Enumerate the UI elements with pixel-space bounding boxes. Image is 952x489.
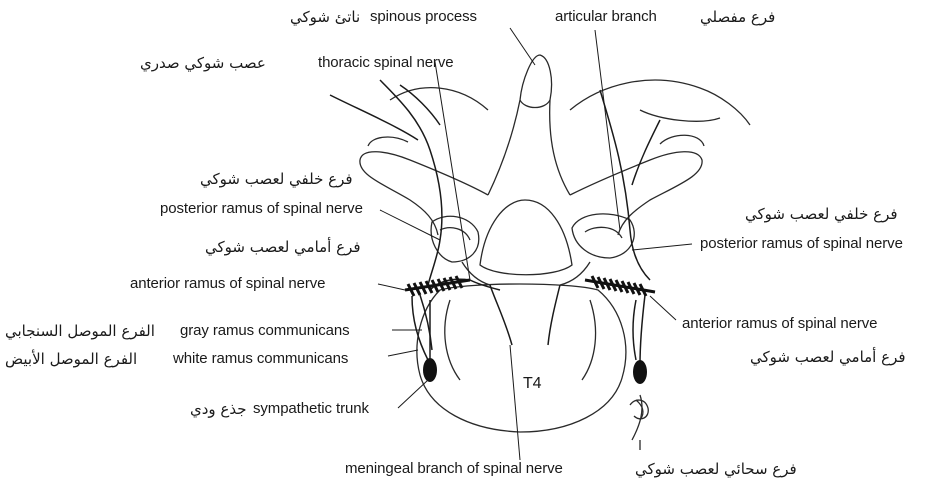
leader-sympathetic: [398, 380, 428, 408]
label-sympathetic-trunk-en: sympathetic trunk: [253, 400, 369, 418]
sympathetic-ganglion-left: [423, 358, 437, 382]
label-articular-branch-ar: فرع مفصلي: [700, 8, 775, 26]
label-posterior-ramus-left-en: posterior ramus of spinal nerve: [160, 200, 363, 218]
leader-articular: [595, 30, 620, 230]
label-white-ramus-en: white ramus communicans: [173, 350, 348, 368]
vertebral-canal: [480, 200, 572, 275]
transverse-process-right: [570, 152, 702, 235]
leader-meningeal: [510, 345, 520, 460]
label-gray-ramus-ar: الفرع الموصل السنجابي: [5, 322, 155, 340]
label-meningeal-en: meningeal branch of spinal nerve: [345, 460, 563, 478]
label-anterior-ramus-right-ar: فرع أمامي لعصب شوكي: [750, 348, 906, 366]
label-gray-ramus-en: gray ramus communicans: [180, 322, 350, 340]
label-sympathetic-trunk-ar: جذع ودي: [190, 400, 247, 418]
label-thoracic-nerve-en: thoracic spinal nerve: [318, 54, 453, 72]
sympathetic-ganglion-right: [633, 360, 647, 384]
leader-white: [388, 350, 418, 356]
label-spinous-process-en: spinous process: [370, 8, 477, 26]
label-posterior-ramus-right-ar: فرع خلفي لعصب شوكي: [745, 205, 898, 223]
leader-posterior-right: [632, 244, 692, 250]
label-posterior-ramus-left-ar: فرع خلفي لعصب شوكي: [200, 170, 353, 188]
leader-anterior-right: [650, 296, 676, 320]
transverse-process-left: [360, 152, 488, 235]
label-meningeal-ar: فرع سحائي لعصب شوكي: [635, 460, 797, 478]
label-spinous-process-ar: ناتئ شوكي: [290, 8, 360, 26]
label-vertebra-t4: T4: [523, 375, 541, 393]
vertebral-body-inner: [445, 300, 460, 380]
label-anterior-ramus-right-en: anterior ramus of spinal nerve: [682, 315, 877, 333]
leader-spinous: [510, 28, 535, 65]
label-articular-branch-en: articular branch: [555, 8, 657, 26]
label-posterior-ramus-right-en: posterior ramus of spinal nerve: [700, 235, 903, 253]
spinous-process: [488, 55, 570, 195]
label-anterior-ramus-left-ar: فرع أمامي لعصب شوكي: [205, 238, 361, 256]
leader-anterior-left: [378, 284, 405, 290]
label-white-ramus-ar: الفرع الموصل الأبيض: [5, 350, 137, 368]
anterior-ramus-right: [585, 276, 655, 296]
label-anterior-ramus-left-en: anterior ramus of spinal nerve: [130, 275, 325, 293]
label-thoracic-nerve-ar: عصب شوكي صدري: [140, 54, 266, 72]
